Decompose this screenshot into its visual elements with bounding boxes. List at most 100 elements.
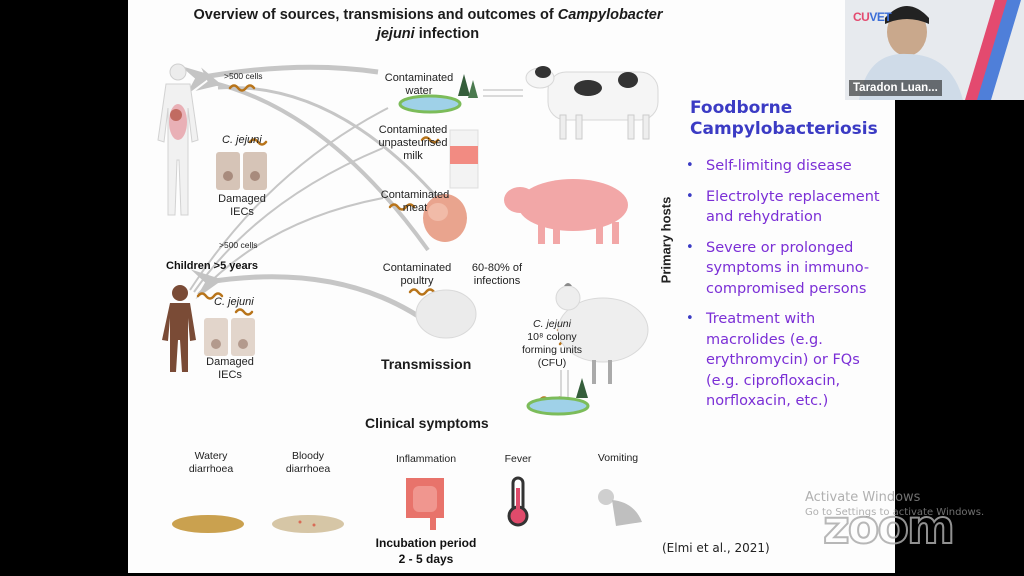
symptom-inflammation: Inflammation xyxy=(395,453,457,465)
adult-human-figure xyxy=(157,63,199,216)
infection-diagram xyxy=(157,63,659,533)
symptom-label-line2: diarrhoea xyxy=(188,463,234,475)
symptom-label-line2: diarrhoea xyxy=(285,463,331,475)
incubation-label: Incubation period xyxy=(375,536,477,550)
adult-dose-label: >500 cells xyxy=(224,71,263,81)
shared-slide: Overview of sources, transmisions and ou… xyxy=(128,0,895,573)
incubation-value: 2 - 5 days xyxy=(398,552,454,566)
source-poultry-label: Contaminated poultry xyxy=(372,262,462,288)
poultry-meat-illustration xyxy=(415,289,477,339)
cuvet-logo: CUVET xyxy=(853,10,892,24)
iec-label-line1: Damaged xyxy=(218,193,266,205)
key-points-list: Self-limiting disease Electrolyte replac… xyxy=(678,156,893,422)
source-label-line2: unpasteurised xyxy=(378,137,448,149)
meat-illustration xyxy=(423,194,467,242)
inflamed-intestine-illustration xyxy=(406,478,444,530)
chicken-label-line4: (CFU) xyxy=(537,357,567,369)
primary-hosts-text: Primary hosts xyxy=(658,196,674,284)
participant-video-tile[interactable]: CUVET Taradon Luan... xyxy=(845,0,1024,100)
source-water-label: Contaminated water xyxy=(374,72,464,98)
adult-iec-label: Damaged IECs xyxy=(214,193,270,219)
title-text: Overview of sources, transmisions and ou… xyxy=(193,7,558,23)
list-item: Treatment with macrolides (e.g. erythrom… xyxy=(678,309,893,412)
child-bacteria-label: C. jejuni xyxy=(214,296,254,308)
watery-diarrhoea-illustration xyxy=(172,515,244,533)
title-text-end: infection xyxy=(414,26,480,42)
milk-carton-illustration xyxy=(449,129,479,189)
bloody-diarrhoea-illustration xyxy=(272,515,344,533)
poultry-share-line2: infections xyxy=(473,275,521,287)
symptom-bloody-diarrhoea: Bloody diarrhoea xyxy=(273,450,343,476)
adult-damaged-iecs-illustration xyxy=(216,152,267,190)
bacteria-icon xyxy=(408,288,436,296)
symptom-label-line1: Watery xyxy=(194,450,228,462)
bacteria-icon xyxy=(388,203,416,211)
pig-illustration xyxy=(504,179,628,244)
poultry-share-line1: 60-80% of xyxy=(471,262,523,274)
symptom-fever: Fever xyxy=(504,453,532,465)
arrow-poultry-to-child xyxy=(190,269,440,332)
zoom-logo: zoom xyxy=(822,499,956,555)
thermometer-icon xyxy=(507,476,529,527)
list-item: Electrolyte replacement and rehydration xyxy=(678,187,893,228)
bacteria-icon xyxy=(420,136,440,144)
poultry-share-label: 60-80% of infections xyxy=(462,262,532,288)
vomiting-person-illustration xyxy=(598,489,642,526)
title-italic-genus: Campylobacter xyxy=(557,7,663,23)
list-item: Severe or prolonged symptoms in immuno-c… xyxy=(678,238,893,300)
slide-title: Overview of sources, transmisions and ou… xyxy=(128,6,728,44)
arrow-water-to-child xyxy=(189,107,389,291)
participant-name: Taradon Luan... xyxy=(849,80,942,96)
iec-label-line2: IECs xyxy=(218,369,242,381)
source-label-line1: Contaminated xyxy=(384,72,454,84)
child-iec-label: Damaged IECs xyxy=(202,356,258,382)
chicken-label-line2: 10⁸ colony xyxy=(527,331,577,343)
symptom-watery-diarrhoea: Watery diarrhoea xyxy=(176,450,246,476)
child-dose-label: >500 cells xyxy=(219,240,258,250)
clinical-symptoms-heading: Clinical symptoms xyxy=(365,415,489,431)
source-label-line1: Contaminated xyxy=(382,262,452,274)
chicken-cfu-label: C. jejuni 10⁸ colony forming units (CFU) xyxy=(512,318,592,370)
symptom-label-line1: Bloody xyxy=(291,450,325,462)
bacteria-icon xyxy=(228,84,256,92)
source-label-line2: poultry xyxy=(400,275,434,287)
source-milk-label: Contaminated unpasteurised milk xyxy=(368,124,458,163)
bacteria-icon xyxy=(234,308,254,316)
arrow-meat-to-adult xyxy=(217,86,450,211)
bacteria-icon xyxy=(248,138,268,146)
watermark-line1: Activate Windows xyxy=(805,490,921,505)
primary-hosts-label: Primary hosts xyxy=(656,188,676,292)
transmission-arrows xyxy=(180,64,450,332)
logo-part2: VET xyxy=(869,10,892,24)
activate-windows-watermark: Activate Windows Go to Settings to activ… xyxy=(805,490,984,518)
logo-part1: CU xyxy=(853,10,870,24)
citation: (Elmi et al., 2021) xyxy=(662,541,770,555)
source-label-line1: Contaminated xyxy=(378,124,448,136)
cow-illustration xyxy=(483,66,659,140)
chicken-label-line1: C. jejuni xyxy=(533,318,571,330)
panel-heading-line2: Campylobacteriosis xyxy=(690,119,878,139)
child-group-label: Children >5 years xyxy=(166,260,259,272)
symptom-vomiting: Vomiting xyxy=(597,452,639,464)
list-item: Self-limiting disease xyxy=(678,156,893,177)
environment-water-illustration xyxy=(526,378,590,416)
source-label-line2: water xyxy=(405,85,433,97)
iec-label-line1: Damaged xyxy=(206,356,254,368)
source-label-line1: Contaminated xyxy=(380,189,450,201)
contaminated-water-illustration xyxy=(398,74,478,114)
source-label-line2: meat xyxy=(402,202,428,214)
iec-label-line2: IECs xyxy=(230,206,254,218)
panel-heading-line1: Foodborne xyxy=(690,98,793,118)
child-human-figure xyxy=(162,285,196,372)
incubation-period: Incubation period 2 - 5 days xyxy=(366,535,486,567)
bacteria-icon xyxy=(196,292,224,300)
chicken-illustration xyxy=(555,283,649,405)
chicken-label-line3: forming units xyxy=(521,344,583,356)
source-label-line3: milk xyxy=(403,150,423,162)
title-italic-species: jejuni xyxy=(376,26,415,42)
watermark-line2: Go to Settings to activate Windows. xyxy=(805,507,985,518)
transmission-heading: Transmission xyxy=(381,356,472,372)
panel-heading: Foodborne Campylobacteriosis xyxy=(690,98,878,140)
adult-bacteria-label: C. jejuni xyxy=(222,134,262,146)
source-meat-label: Contaminated meat xyxy=(370,189,460,215)
